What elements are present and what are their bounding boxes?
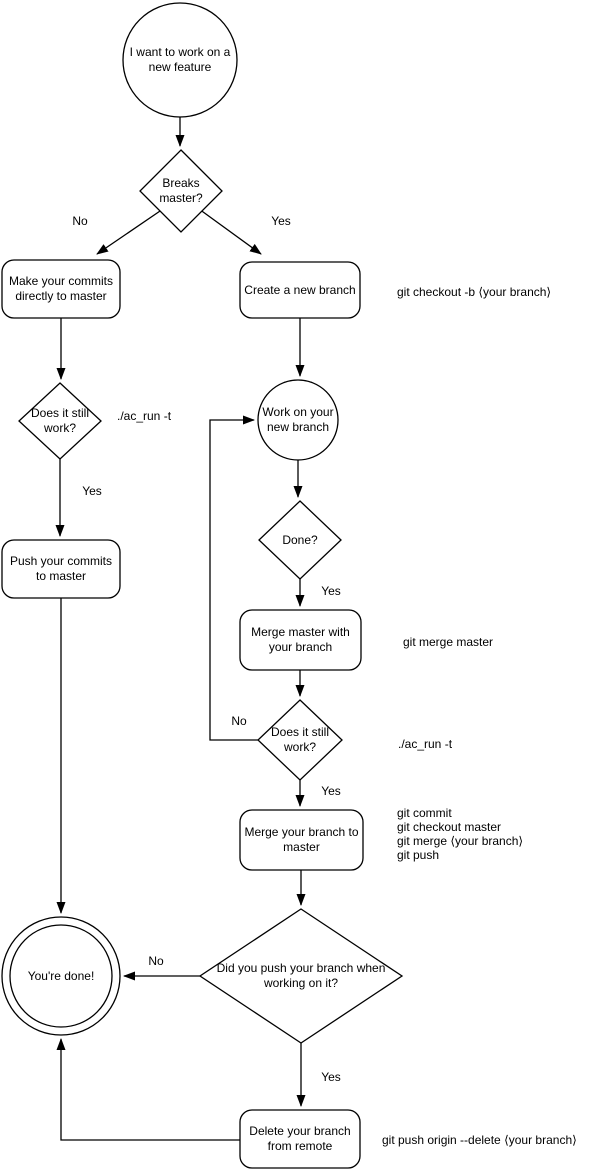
- annotation-ac-run-1: ./ac_run -t: [117, 409, 172, 423]
- edge-breaks-yes: [198, 208, 262, 255]
- annotation-cmd-line: git commit: [397, 806, 452, 820]
- delete-branch-node-label: Delete your branch from remote: [249, 1124, 351, 1153]
- breaks-master-diamond-shape: [139, 149, 223, 233]
- does-it-work-2-diamond-shape: [257, 699, 343, 781]
- push-commits-node-label: Push your commits to master: [9, 554, 113, 583]
- edge-label-breaks-no: No: [72, 214, 88, 228]
- make-commits-rect-shape: [1, 259, 121, 319]
- edge-label-breaks-yes: Yes: [271, 214, 291, 228]
- edge-label-done-yes: Yes: [321, 584, 341, 598]
- create-branch-node-label: Create a new branch: [244, 282, 356, 297]
- make-commits-node-label: Make your commits directly to master: [8, 274, 114, 303]
- edge-label-work2-yes: Yes: [321, 784, 341, 798]
- did-you-push-node-label: Did you push your branch when working on…: [216, 961, 386, 990]
- annotation-merge-branch-cmds: git commit git checkout master git merge…: [397, 806, 523, 862]
- push-commits-rect-shape: [1, 539, 121, 599]
- annotation-cmd-line: git push: [397, 848, 440, 862]
- start-circle-shape: [122, 2, 238, 118]
- annotation-checkout-cmd: git checkout -b ⟨your branch⟩: [397, 285, 552, 299]
- edge-label-work2-no: No: [231, 714, 247, 728]
- done-diamond-shape: [258, 500, 342, 580]
- work-branch-node-label: Work on your new branch: [262, 405, 334, 434]
- edge-label-push-no: No: [148, 954, 164, 968]
- work-branch-circle-shape: [257, 379, 339, 461]
- done-node-label: Done?: [282, 532, 318, 547]
- youre-done-inner-circle-shape: [9, 924, 113, 1028]
- breaks-master-node-label: Breaks master?: [159, 176, 203, 205]
- annotation-delete-remote-cmd: git push origin --delete ⟨your branch⟩: [382, 1133, 577, 1147]
- merge-branch-rect-shape: [239, 809, 364, 871]
- start-node-label: I want to work on a new feature: [129, 45, 231, 74]
- youre-done-node-label: You're done!: [27, 968, 95, 983]
- edge-breaks-no: [96, 208, 164, 255]
- did-you-push-diamond-shape: [198, 908, 404, 1044]
- does-it-work-1-node-label: Does it still work?: [30, 406, 89, 435]
- edge-label-push-yes: Yes: [321, 1070, 341, 1084]
- edge-work2-no-loop: [209, 415, 258, 741]
- annotation-ac-run-2: ./ac_run -t: [398, 737, 453, 751]
- annotation-cmd-line: git merge ⟨your branch⟩: [397, 834, 524, 848]
- merge-master-rect-shape: [239, 609, 362, 671]
- annotation-cmd-line: git checkout master: [397, 820, 502, 834]
- edge-label-work1-yes: Yes: [82, 484, 102, 498]
- edge-delete-to-done-circle: [56, 1038, 240, 1141]
- does-it-work-2-node-label: Does it still work?: [270, 725, 329, 754]
- delete-branch-rect-shape: [239, 1109, 361, 1169]
- does-it-work-1-diamond-shape: [18, 382, 102, 460]
- create-branch-rect-shape: [239, 261, 361, 319]
- merge-master-node-label: Merge master with your branch: [251, 625, 350, 654]
- annotation-merge-master-cmd: git merge master: [403, 635, 494, 649]
- merge-branch-node-label: Merge your branch to master: [244, 825, 359, 854]
